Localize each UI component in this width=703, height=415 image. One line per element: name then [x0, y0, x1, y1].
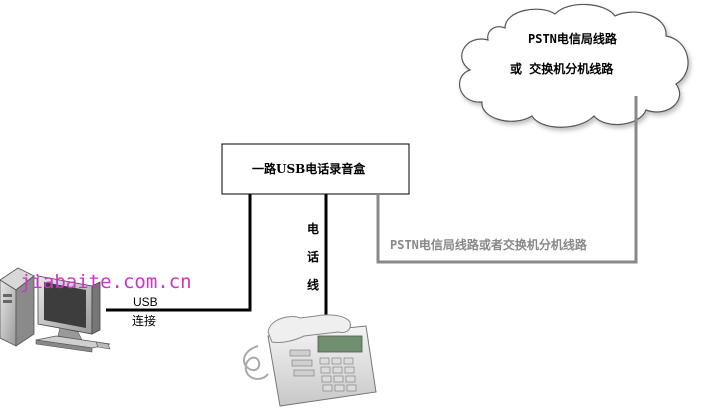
usb-label-line2: 连接: [132, 314, 157, 328]
watermark-text: jiabaite.com.cn: [20, 271, 192, 293]
usb-label-line1: USB: [133, 295, 158, 309]
recorder-box-title: 一路USB电话录音盒: [252, 162, 366, 176]
pstn-connection-line: [376, 96, 638, 264]
cloud-label-line2: 或 交换机分机线路: [510, 62, 614, 76]
cloud-label-line1: PSTN电信局线路: [528, 32, 617, 46]
recorder-box: [221, 143, 410, 195]
telephone-icon: [242, 314, 377, 407]
pstn-connection-label: PSTN电信局线路或者交换机分机线路: [390, 238, 587, 252]
phone-cable-label-char1: 电: [307, 222, 320, 236]
usb-cable-line: [106, 194, 252, 312]
computer-icon: [0, 267, 111, 353]
phone-cable-label-char3: 线: [307, 278, 320, 292]
cloud-shape: [459, 3, 689, 128]
phone-cable-label-char2: 话: [307, 250, 320, 264]
